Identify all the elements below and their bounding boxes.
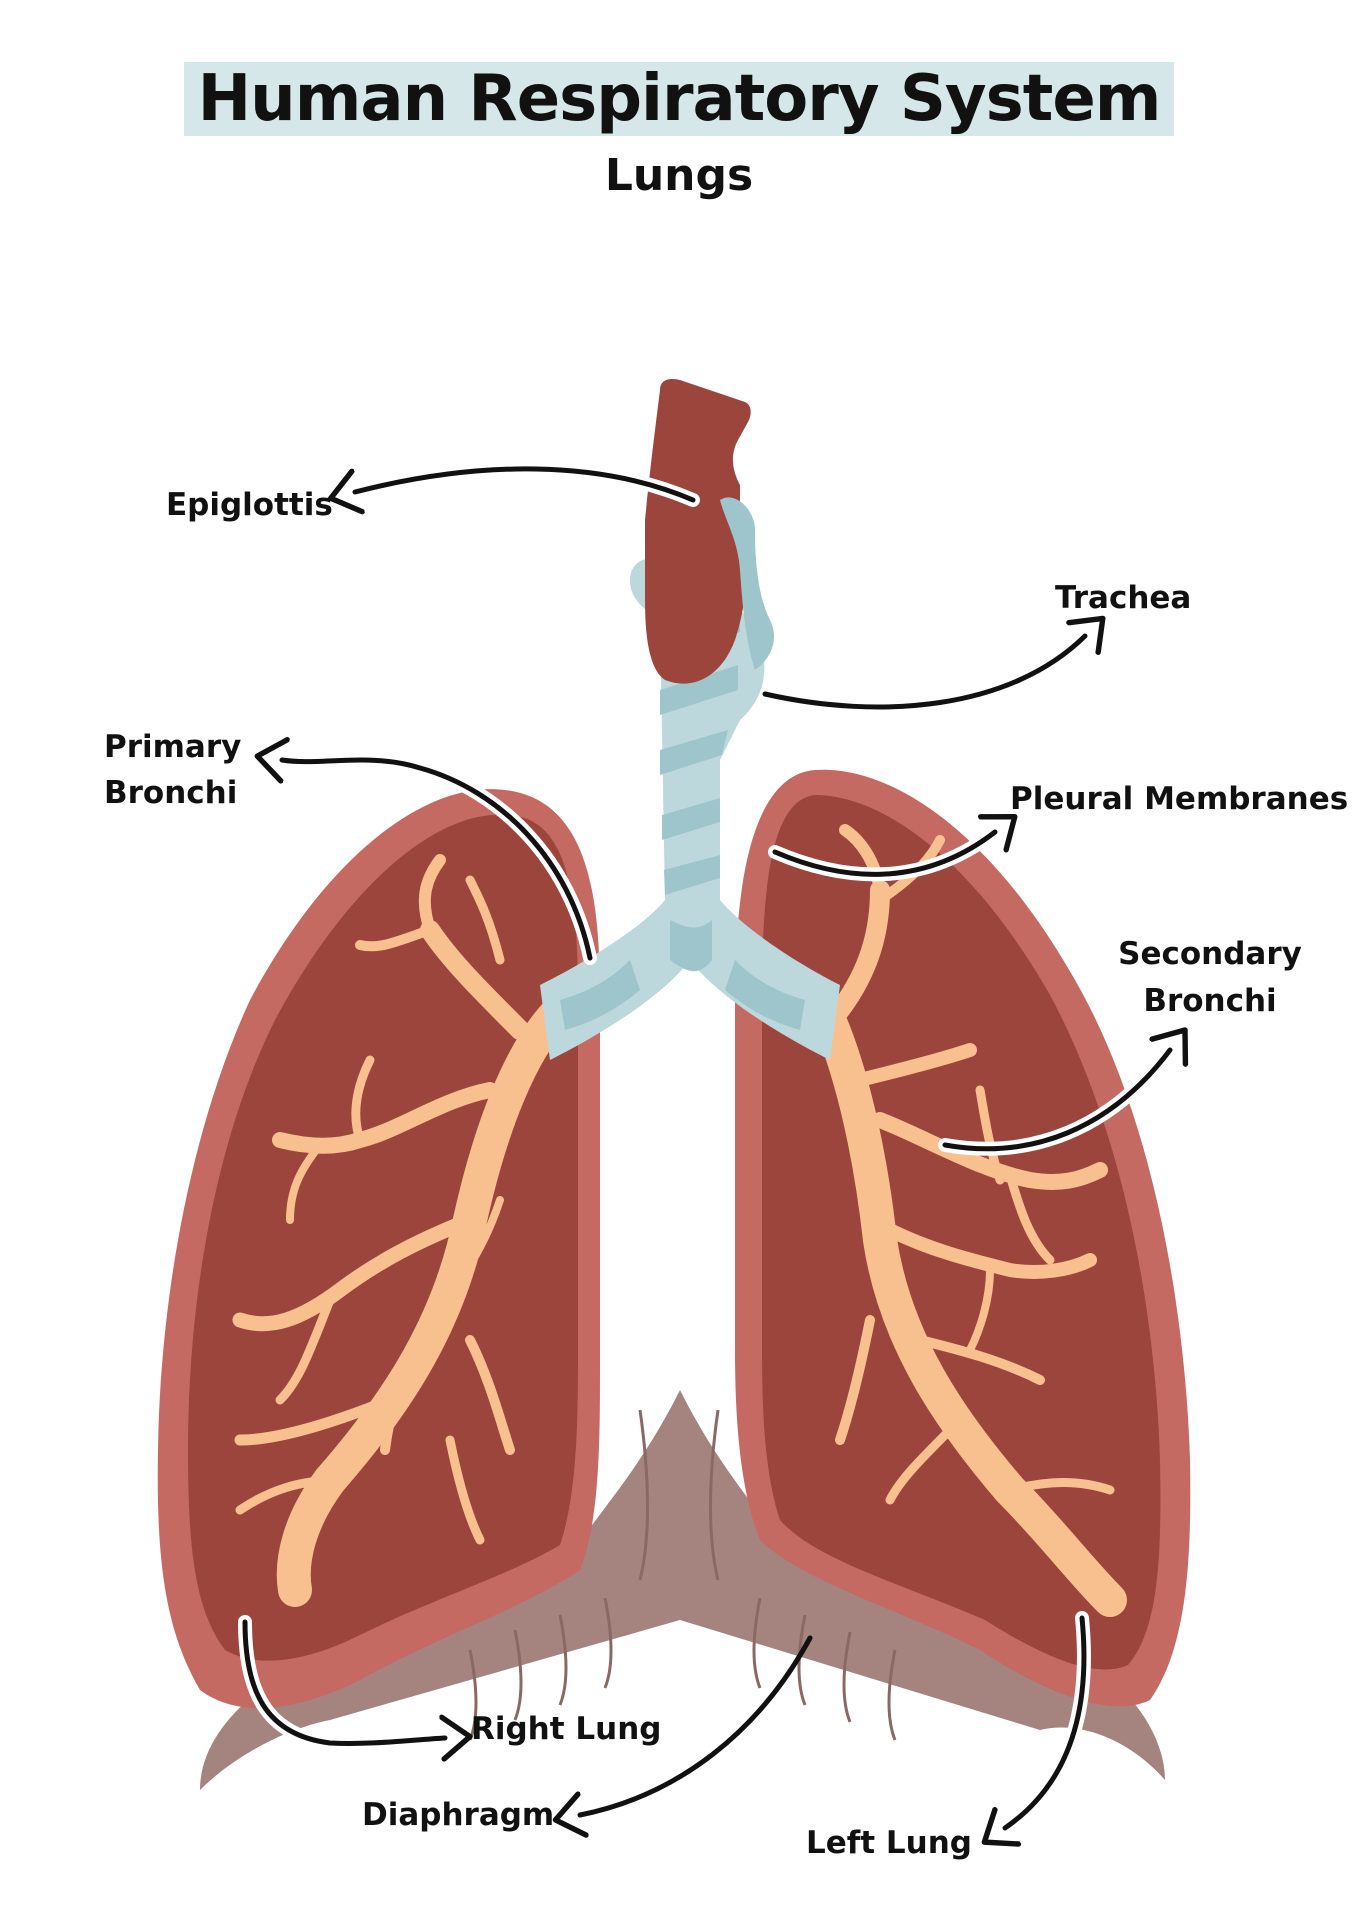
arrow-right-lung <box>238 1615 445 1743</box>
label-diaphragm: Diaphragm <box>362 1797 555 1833</box>
arrow-primary-bronchi <box>282 760 597 965</box>
label-secondary-bronchi-line1: Secondary <box>1118 936 1302 972</box>
label-left-lung: Left Lung <box>806 1825 972 1861</box>
left-lung-inner <box>762 795 1161 1670</box>
title-wrap: Human Respiratory System <box>0 62 1358 136</box>
diaphragm-lines <box>468 1409 897 1741</box>
leader-arrows <box>238 461 1170 1828</box>
label-right-lung: Right Lung <box>471 1711 662 1747</box>
label-trachea: Trachea <box>1055 580 1192 616</box>
label-primary-bronchi-line1: Primary <box>104 729 242 765</box>
label-secondary-bronchi-line2: Bronchi <box>1143 983 1277 1019</box>
arrow-pleural-membranes <box>768 832 995 882</box>
right-lung-inner <box>188 814 578 1661</box>
arrow-diaphragm <box>580 1635 813 1815</box>
arrow-trachea <box>762 636 1085 710</box>
label-pleural-membranes: Pleural Membranes <box>1010 781 1349 817</box>
arrow-secondary-bronchi <box>938 1050 1170 1156</box>
right-bronchi-tree <box>232 854 577 1607</box>
trachea-tube <box>540 518 840 1060</box>
arrow-left-lung <box>1005 1611 1091 1828</box>
right-lung <box>157 789 600 1709</box>
arrow-epiglottis <box>355 461 700 500</box>
epiglottis-flap <box>720 497 775 670</box>
page-title: Human Respiratory System <box>183 62 1175 136</box>
larynx <box>645 379 775 684</box>
diaphragm-dome <box>470 1390 900 1640</box>
left-lung <box>735 769 1191 1707</box>
larynx-body <box>645 379 751 684</box>
page-subtitle: Lungs <box>604 150 754 201</box>
label-epiglottis: Epiglottis <box>166 487 333 523</box>
label-primary-bronchi-line2: Bronchi <box>104 775 238 811</box>
